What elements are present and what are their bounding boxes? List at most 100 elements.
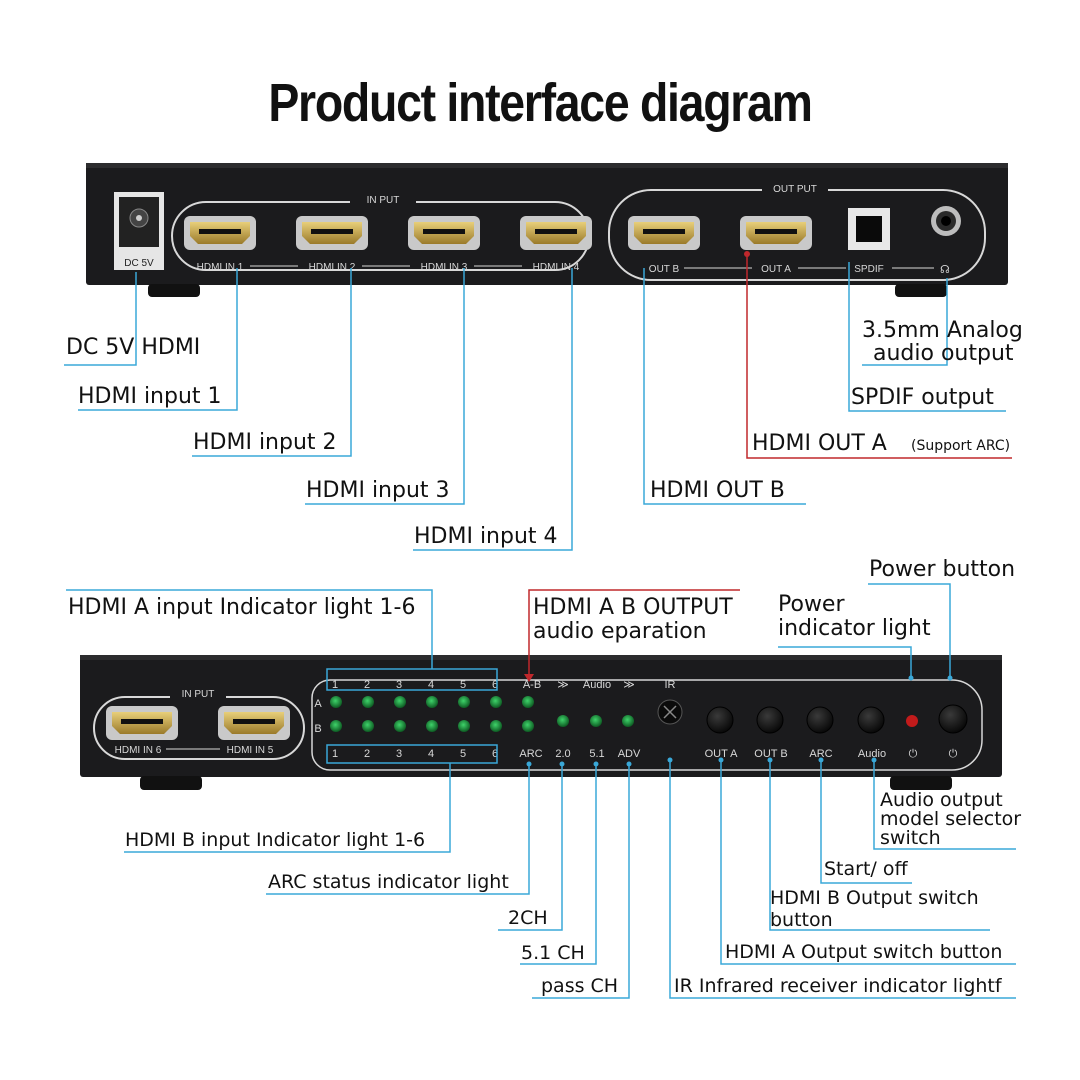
callout-audio-line1: Audio output	[880, 789, 1003, 811]
silk-hdmi-in-3: HDMI IN 3	[421, 262, 468, 273]
callout-51ch: 5.1 CH	[521, 942, 585, 964]
callout-out-b-line1: HDMI B Output switch	[770, 887, 979, 909]
callout-analog-line2: audio output	[873, 341, 1014, 366]
led-bottom-num-3: 3	[396, 748, 402, 760]
input-led-matrix	[330, 696, 634, 732]
out-b-switch-button[interactable]	[756, 706, 784, 734]
power-symbol-icon: ⏻	[949, 748, 958, 760]
silk-out-a-btn: OUT A	[705, 748, 738, 760]
callout-a-indicators: HDMI A input Indicator light 1-6	[68, 595, 415, 620]
callout-b-indicators: HDMI B input Indicator light 1-6	[125, 829, 425, 851]
hdmi-out-a-port	[740, 216, 812, 250]
callout-power-button: Power button	[869, 557, 1015, 582]
hdmi-in-6-port	[106, 706, 178, 740]
silk-hdmi-in-2: HDMI IN 2	[309, 262, 356, 273]
silk-hdmi-in-6: HDMI IN 6	[115, 745, 162, 756]
row-label-b: B	[314, 723, 321, 735]
led-bottom-num-4: 4	[428, 748, 434, 760]
callout-power-ind-line2: indicator light	[778, 616, 931, 641]
callout-out-b-line2: button	[770, 909, 833, 931]
led-top-num-4: 4	[428, 679, 434, 691]
led-bottom-num-6: 6	[492, 748, 498, 760]
headphone-icon: ☊	[940, 264, 950, 276]
spdif-port	[848, 208, 890, 250]
rear-output-group-label: OUT PUT	[773, 184, 817, 195]
silk-out-b: OUT B	[649, 264, 680, 275]
silk-ir: IR	[665, 679, 676, 691]
silk-adv: ADV	[618, 748, 641, 760]
callout-ab-line2: audio eparation	[533, 619, 707, 644]
callout-pass-ch: pass CH	[541, 975, 618, 997]
arc-button[interactable]	[806, 706, 834, 734]
callout-hdmi-out-a: HDMI OUT A	[752, 431, 887, 456]
diagram-title: Product interface diagram	[268, 73, 813, 133]
silk-out-b-btn: OUT B	[754, 748, 787, 760]
callout-hdmi-input-3: HDMI input 3	[306, 478, 450, 503]
analog-audio-jack	[931, 206, 961, 236]
led-number-bottom-row: 1 2 3 4 5 6	[332, 748, 498, 760]
hdmi-in-2-port	[296, 216, 368, 250]
led-top-num-6: 6	[492, 679, 498, 691]
power-indicator-led	[906, 715, 918, 727]
callout-ab-line1: HDMI A B OUTPUT	[533, 595, 733, 620]
led-top-num-3: 3	[396, 679, 402, 691]
silk-hdmi-in-1: HDMI IN 1	[197, 262, 244, 273]
callout-out-a-button: HDMI A Output switch button	[725, 941, 1002, 963]
callout-arc-status: ARC status indicator light	[268, 871, 509, 893]
rear-leader-lines	[64, 254, 1012, 551]
front-input-group-label: IN PUT	[182, 689, 215, 700]
hdmi-in-4-port	[520, 216, 592, 250]
front-panel: IN PUT HDMI IN 6 HDMI IN 5 1 2 3 4 5 6 1…	[80, 655, 1002, 790]
callout-hdmi-out-b: HDMI OUT B	[650, 478, 785, 503]
led-bottom-num-5: 5	[460, 748, 466, 760]
hdmi-out-b-port	[628, 216, 700, 250]
callout-2ch: 2CH	[508, 907, 548, 929]
silk-down-chevron-2: ≫	[623, 679, 635, 691]
silk-arc-btn: ARC	[809, 748, 832, 760]
callout-audio-line3: switch	[880, 827, 941, 849]
silk-5-1: 5.1	[589, 748, 604, 760]
row-label-a: A	[314, 698, 322, 710]
callout-hdmi-input-4: HDMI input 4	[414, 524, 558, 549]
audio-mode-button[interactable]	[857, 706, 885, 734]
power-led-icon: ⏻	[909, 748, 918, 760]
callout-ir: IR Infrared receiver indicator lightf	[674, 975, 1003, 997]
dc-silk-label: DC 5V	[124, 258, 154, 269]
led-bottom-num-1: 1	[332, 748, 338, 760]
callout-hdmi-out-a-note: (Support ARC)	[911, 438, 1010, 454]
rear-input-group-label: IN PUT	[367, 195, 400, 206]
led-top-num-1: 1	[332, 679, 338, 691]
callout-hdmi-input-2: HDMI input 2	[193, 430, 337, 455]
led-bottom-num-2: 2	[364, 748, 370, 760]
led-top-num-2: 2	[364, 679, 370, 691]
led-top-num-5: 5	[460, 679, 466, 691]
silk-arc: ARC	[519, 748, 542, 760]
hdmi-in-1-port	[184, 216, 256, 250]
silk-hdmi-in-4: HDMI IN 4	[533, 262, 580, 273]
silk-audio-btn: Audio	[858, 748, 886, 760]
callout-analog-line1: 3.5mm Analog	[862, 318, 1023, 343]
silk-audio: Audio	[583, 679, 611, 691]
hdmi-in-3-port	[408, 216, 480, 250]
front-leader-lines	[66, 583, 1016, 999]
silk-a-b: A-B	[523, 679, 541, 691]
silk-hdmi-in-5: HDMI IN 5	[227, 745, 274, 756]
callout-power-ind-line1: Power	[778, 592, 845, 617]
ir-receiver-window	[657, 699, 683, 725]
callout-audio-line2: model selector	[880, 808, 1021, 830]
silk-2-0: 2.0	[555, 748, 570, 760]
out-a-switch-button[interactable]	[706, 706, 734, 734]
callout-start-off: Start/ off	[824, 858, 908, 880]
callout-dc: DC 5V HDMI	[66, 335, 200, 360]
silk-out-a: OUT A	[761, 264, 791, 275]
silk-down-chevron-1: ≫	[557, 679, 569, 691]
power-button[interactable]	[938, 704, 968, 734]
led-number-top-row: 1 2 3 4 5 6	[332, 679, 498, 691]
callout-spdif: SPDIF output	[851, 385, 994, 410]
silk-spdif: SPDIF	[854, 264, 883, 275]
callout-hdmi-input-1: HDMI input 1	[78, 384, 222, 409]
hdmi-in-5-port	[218, 706, 290, 740]
dc-jack: DC 5V	[114, 192, 164, 270]
rear-panel: DC 5V IN PUT OUT PUT	[86, 163, 1008, 297]
